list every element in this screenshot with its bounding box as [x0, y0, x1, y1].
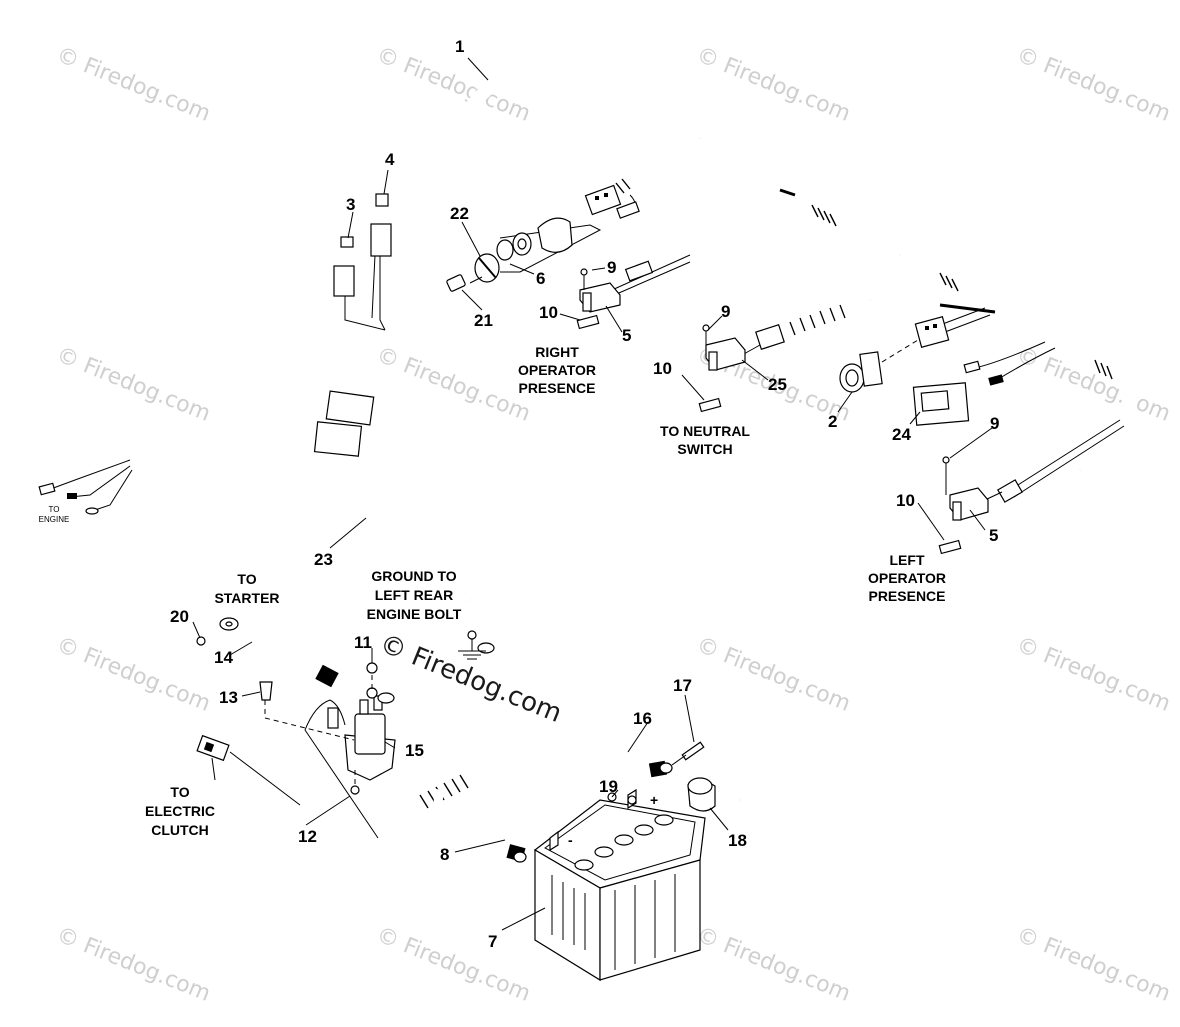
watermark: © Firedog.com [373, 342, 534, 426]
left-operator-label-2: OPERATOR [868, 570, 946, 586]
text-labels: RIGHT OPERATOR PRESENCE TO NEUTRAL SWITC… [39, 344, 946, 838]
callout-25: 25 [768, 375, 787, 394]
callout-4: 4 [385, 150, 395, 169]
leader-lines [192, 57, 993, 931]
watermark: © Firedog.com [1013, 632, 1174, 716]
watermark: © Firedog.com [53, 632, 214, 716]
callout-14: 14 [214, 648, 233, 667]
callout-10-neutral: 10 [653, 359, 672, 378]
neutral-switch-label-2: SWITCH [677, 441, 732, 457]
battery: - + [533, 741, 716, 982]
watermark: © Firedog.com [693, 922, 854, 1006]
callout-10-left: 10 [896, 491, 915, 510]
callout-19: 19 [599, 777, 618, 796]
left-operator-label-1: LEFT [890, 552, 925, 568]
callout-5-left: 5 [989, 526, 998, 545]
callout-9-left: 9 [990, 414, 999, 433]
electric-clutch-label-2: ELECTRIC [145, 803, 215, 819]
watermark: © Firedog.com [693, 42, 854, 126]
watermark: © Firedog.com [1013, 922, 1174, 1006]
electric-clutch-label-3: CLUTCH [151, 822, 209, 838]
callout-21: 21 [474, 311, 493, 330]
callout-1: 1 [455, 37, 464, 56]
callout-15: 15 [405, 741, 424, 760]
to-starter-label-2: STARTER [214, 590, 279, 606]
right-operator-label-3: PRESENCE [518, 380, 595, 396]
callout-18: 18 [728, 831, 747, 850]
callout-11: 11 [354, 633, 372, 652]
watermark: © Firedog.com [373, 42, 534, 126]
callout-8: 8 [440, 845, 449, 864]
starter-solenoid [196, 617, 673, 863]
right-operator-switch [576, 254, 691, 330]
callouts: 1 2 3 4 5 5 6 7 8 9 9 9 10 10 10 11 12 1… [170, 37, 999, 951]
ignition-switch [446, 184, 640, 292]
callout-9-right: 9 [607, 258, 616, 277]
seat-connector [839, 307, 1056, 426]
watermark: © Firedog.com [53, 342, 214, 426]
to-engine-label-2: ENGINE [39, 515, 70, 524]
callout-24: 24 [892, 425, 911, 444]
watermark: © Firedog.com [693, 632, 854, 716]
callout-2: 2 [828, 412, 837, 431]
callout-17: 17 [673, 676, 692, 695]
callout-12: 12 [298, 827, 317, 846]
ground-label-2: LEFT REAR [375, 587, 454, 603]
neutral-switch [698, 294, 872, 413]
neutral-switch-label-1: TO NEUTRAL [660, 423, 750, 439]
watermark: © Firedog.com [53, 42, 214, 126]
watermark: © Firedog.com [53, 922, 214, 1006]
callout-6: 6 [536, 269, 545, 288]
callout-9-neutral: 9 [721, 302, 730, 321]
callout-22: 22 [450, 204, 469, 223]
main-harness [333, 59, 1138, 474]
callout-16: 16 [633, 709, 652, 728]
right-operator-label-2: OPERATOR [518, 362, 596, 378]
to-starter-label-1: TO [237, 571, 256, 587]
callout-7: 7 [488, 932, 497, 951]
electric-clutch-label-1: TO [170, 784, 189, 800]
ground-label-1: GROUND TO [371, 568, 456, 584]
watermark: © Firedog.com [373, 922, 534, 1006]
right-operator-label-1: RIGHT [535, 344, 579, 360]
callout-13: 13 [219, 688, 238, 707]
watermark: © Firedog.com [1013, 42, 1174, 126]
callout-10-right: 10 [539, 303, 558, 322]
callout-3: 3 [346, 195, 355, 214]
callout-5-right: 5 [622, 326, 631, 345]
callout-23: 23 [314, 550, 333, 569]
to-engine-label-1: TO [49, 505, 60, 514]
callout-20: 20 [170, 607, 189, 626]
ground-label-3: ENGINE BOLT [367, 606, 462, 622]
left-operator-label-3: PRESENCE [868, 588, 945, 604]
left-operator-switch [938, 419, 1125, 555]
battery-positive-sign: + [650, 792, 658, 808]
battery-negative-sign: - [568, 832, 573, 848]
fuse-holder [313, 193, 392, 457]
